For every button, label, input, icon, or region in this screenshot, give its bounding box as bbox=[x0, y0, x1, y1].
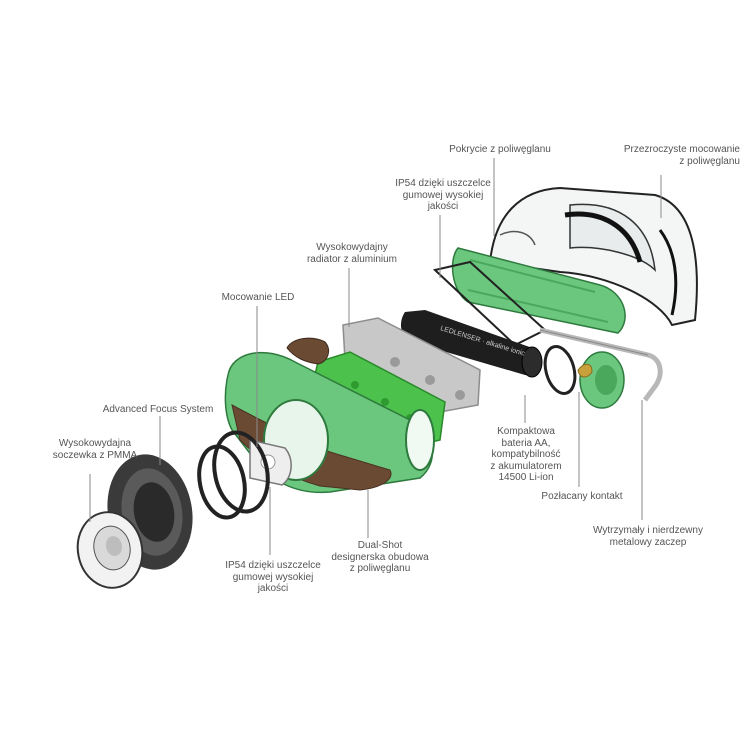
label-focus-system: Advanced Focus System bbox=[102, 404, 214, 415]
label-ip54-bottom: IP54 dzięki uszczelce gumowej wysokiej j… bbox=[225, 560, 321, 594]
rear-oring bbox=[543, 345, 577, 395]
label-battery: Kompaktowa bateria AA, kompatybilność z … bbox=[490, 426, 562, 483]
label-lens: Wysokowydajna soczewka z PMMA bbox=[52, 438, 138, 461]
transparent-mount-part bbox=[488, 186, 698, 327]
lower-oring-1 bbox=[212, 430, 270, 514]
gold-contact-part bbox=[577, 351, 625, 409]
label-gold-contact: Pozłacany kontakt bbox=[541, 491, 623, 502]
label-polycarbonate-cover: Pokrycie z poliwęglanu bbox=[449, 144, 551, 155]
lens-part bbox=[76, 511, 144, 589]
battery-part: LEDLENSER · alkaline ionic bbox=[400, 310, 543, 378]
label-radiator: Wysokowydajny radiator z aluminium bbox=[306, 242, 398, 265]
label-ip54-top: IP54 dzięki uszczelce gumowej wysokiej j… bbox=[395, 178, 491, 212]
button-part bbox=[286, 337, 329, 365]
leader-lines bbox=[89, 158, 662, 555]
label-led-mount: Mocowanie LED bbox=[221, 292, 295, 303]
lower-oring-2 bbox=[197, 444, 247, 520]
label-transparent-mount: Przezroczyste mocowanie z poliwęglanu bbox=[623, 144, 740, 167]
label-housing: Dual-Shot designerska obudowa z poliwęgl… bbox=[331, 540, 429, 574]
metal-clip-part bbox=[539, 327, 663, 402]
label-steel-clip: Wytrzymały i nierdzewny metalowy zaczep bbox=[593, 525, 703, 548]
